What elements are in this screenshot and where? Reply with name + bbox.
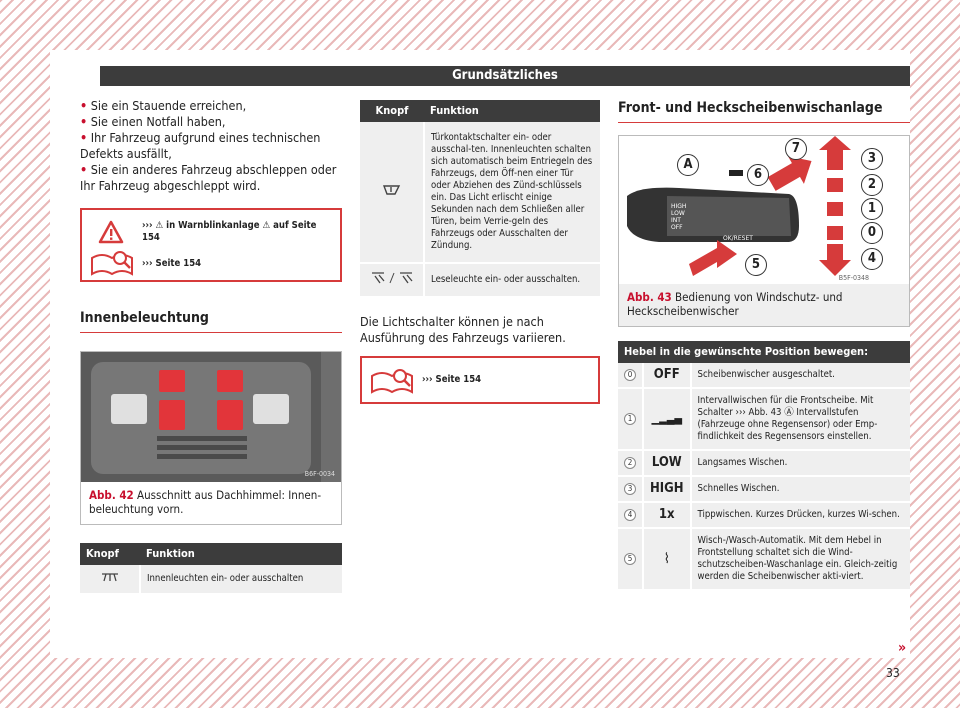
wiper-lever-illustration: HIGH LOW INT OFF OK/RESET [627,136,851,276]
svg-text:HIGH: HIGH [671,203,686,210]
reading-light-icon [360,263,425,298]
bullet-item: • Sie ein Stauende erreichen, [80,98,247,113]
svg-text:INT: INT [671,217,681,224]
column-header: Knopf [80,543,140,565]
table-header: Hebel in die gewünschte Position bewegen… [618,341,910,363]
lever-position-table: Hebel in die gewünschte Position bewegen… [618,341,910,591]
table-row: 5 ⌇Wisch-/Wasch-Automatik. Mit dem Hebel … [618,528,910,591]
position-number: 5 [624,553,636,565]
manual-book-icon [91,251,133,276]
warning-reference[interactable]: ››› ⚠ in Warnblinkanlage ⚠ auf Seite 154 [142,220,317,243]
section-title-wiper: Front- und Heckscheibenwischanlage [618,100,910,123]
svg-text:OFF: OFF [671,224,683,231]
interval-symbol: ▁▂▃▄ [643,388,692,451]
table-cell: Innenleuchten ein- oder ausschalten [140,565,342,595]
callout-0: 0 [861,222,883,244]
warning-icon [98,220,124,244]
table-row: Türkontaktschalter ein- oder ausschal-te… [360,122,600,264]
single-wipe-symbol: 1x [643,502,692,529]
callout-1: 1 [861,198,883,220]
svg-text:LOW: LOW [671,210,685,217]
figure-code: B5F-0348 [838,274,869,282]
wiper-lever-image: HIGH LOW INT OFF OK/RESET A 7 6 5 3 2 1 … [619,136,909,284]
page: Grundsätzliches • Sie ein Stauende errei… [50,50,910,680]
off-symbol: OFF [643,363,692,389]
bullet-item: • Ihr Fahrzeug aufgrund eines technische… [80,130,321,161]
callout-5: 5 [745,254,767,276]
page-header: Grundsätzliches [100,66,910,86]
table-row: Innenleuchten ein- oder ausschalten [80,565,342,595]
section-title-interior-light: Innenbeleuchtung [80,310,342,333]
bullet-item: • Sie ein anderes Fahrzeug abschleppen o… [80,162,337,193]
callout-4: 4 [861,248,883,270]
figure-code: B6F-0034 [304,470,335,478]
page-number: 33 [886,666,900,680]
table-cell: Türkontaktschalter ein- oder ausschal-te… [424,122,600,264]
figure-caption: Abb. 43 Bedienung von Windschutz- und He… [619,284,909,326]
position-number: 1 [624,413,636,425]
position-number: 0 [624,369,636,381]
figure-caption: Abb. 42 Ausschnitt aus Dachhimmel: Innen… [89,488,322,516]
paragraph: Die Lichtschalter können je nach Ausführ… [360,314,566,345]
table-cell: Leseleuchte ein- oder ausschalten. [424,263,600,298]
interior-light-icon [80,565,141,595]
high-symbol: HIGH [643,476,692,503]
table-cell: Scheibenwischer ausgeschaltet. [690,363,910,389]
bullet-item: • Sie einen Notfall haben, [80,114,226,129]
warning-box: ››› ⚠ in Warnblinkanlage ⚠ auf Seite 154… [80,208,342,282]
column-right: Front- und Heckscheibenwischanlage HIGH … [618,100,910,591]
callout-2: 2 [861,174,883,196]
svg-text:OK/RESET: OK/RESET [723,235,753,242]
note-box: ››› Seite 154 [360,356,600,404]
position-number: 3 [624,483,636,495]
callout-6: 6 [747,164,769,186]
table-cell: Schnelles Wischen. [690,476,910,503]
figure-43: HIGH LOW INT OFF OK/RESET A 7 6 5 3 2 1 … [618,135,910,327]
roof-console-illustration [81,352,321,482]
wash-wipe-symbol: ⌇ [643,528,692,591]
column-left: • Sie ein Stauende erreichen, • Sie eine… [80,98,342,595]
position-number: 2 [624,457,636,469]
column-header: Funktion [424,100,600,122]
low-symbol: LOW [643,450,692,477]
column-header: Funktion [140,543,342,565]
table-cell: Tippwischen. Kurzes Drücken, kurzes Wi-s… [690,502,910,529]
column-header: Knopf [360,100,424,122]
book-reference[interactable]: ››› Seite 154 [142,258,202,269]
roof-console-image: B6F-0034 [81,352,341,482]
callout-A: A [677,154,699,176]
callout-3: 3 [861,148,883,170]
table-cell: Langsames Wischen. [690,450,910,477]
table-cell: Intervallwischen für die Frontscheibe. M… [690,388,910,451]
table-row: 1 ▁▂▃▄Intervallwischen für die Frontschei… [618,388,910,451]
bullet-list: • Sie ein Stauende erreichen, • Sie eine… [80,98,342,194]
page-reference[interactable]: ››› Seite 154 [422,374,482,385]
continued-marker: » [898,640,907,656]
manual-book-icon [371,369,413,394]
table-cell: Wisch-/Wasch-Automatik. Mit dem Hebel in… [690,528,910,591]
position-number: 4 [624,509,636,521]
door-contact-icon [360,122,425,264]
callout-7: 7 [785,138,807,160]
table-row: Leseleuchte ein- oder ausschalten. [360,263,600,298]
figure-42: B6F-0034 Abb. 42 Ausschnitt aus Dachhimm… [80,351,342,525]
